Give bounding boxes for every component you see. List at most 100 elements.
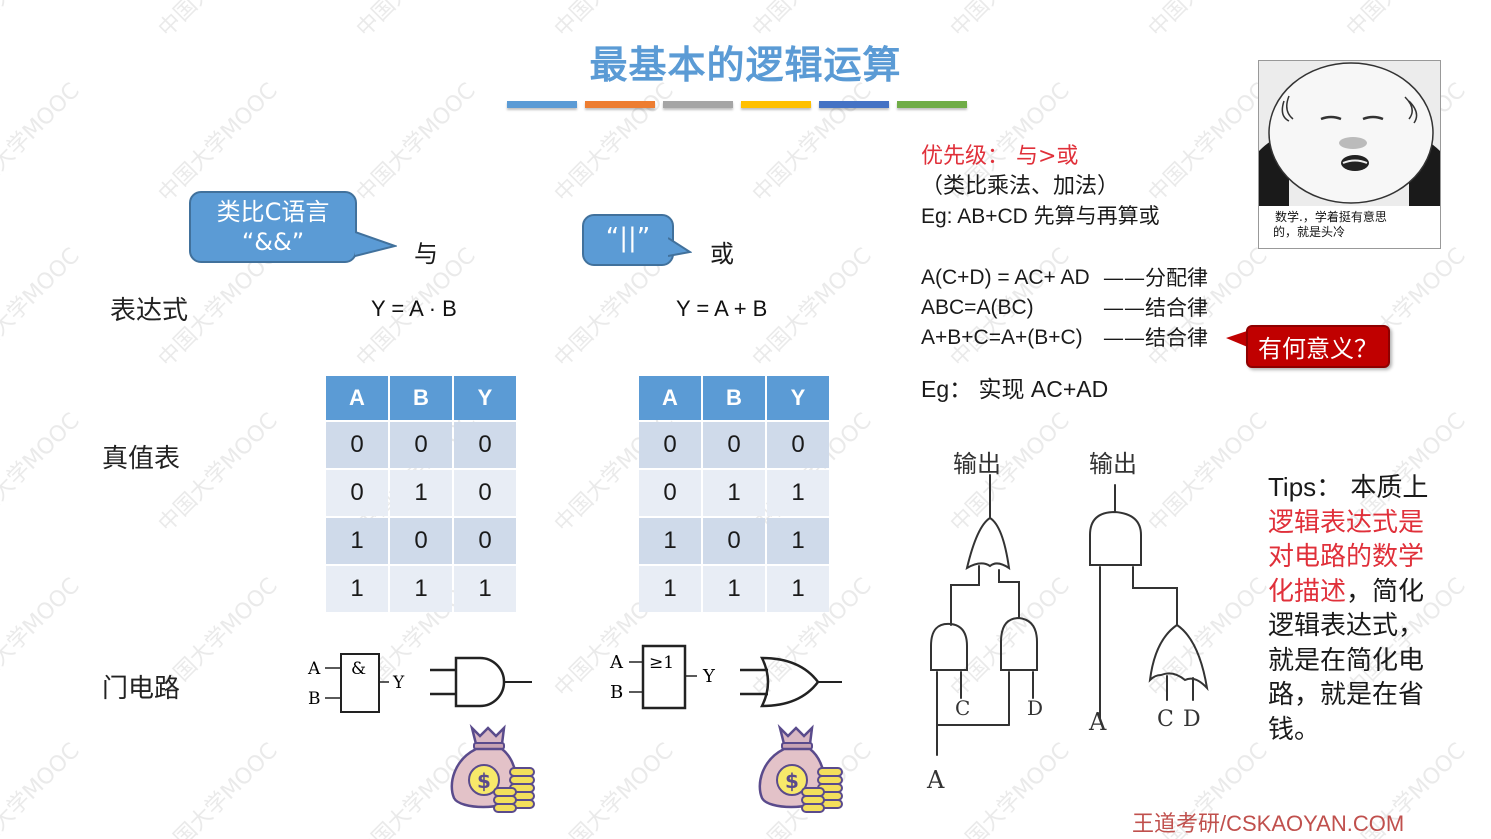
cell: 0 [639, 422, 701, 468]
header-y: Y [454, 376, 516, 420]
cell: 1 [703, 470, 765, 516]
meme-caption-line1: 数学.，学着挺有意思 [1275, 210, 1387, 224]
meme-caption-line2: 的，就是头冷 [1273, 225, 1346, 239]
law-row: A+B+C=A+(B+C) ——结合律 [921, 323, 1208, 353]
law-formula: A+B+C=A+(B+C) [921, 326, 1083, 349]
cell: 0 [454, 518, 516, 564]
meaning-badge: 有何意义？ [1246, 325, 1390, 368]
footer-brand: 王道考研/CSKAOYAN.COM [1132, 811, 1405, 836]
right-input-a: A [1088, 708, 1107, 736]
or-truth-table: A B Y 0 0 0 0 1 1 1 0 1 1 1 1 [637, 374, 831, 614]
cell: 1 [326, 518, 388, 564]
cell: 0 [454, 422, 516, 468]
input-a-label: A [307, 659, 321, 679]
or-expression: Y = A + B [676, 296, 768, 321]
left-input-a: A [926, 766, 945, 794]
left-input-d: D [1027, 696, 1043, 720]
header-a: A [639, 376, 701, 420]
input-b-label: B [308, 689, 321, 709]
table-row: 1 0 1 [639, 518, 829, 564]
law-row: A(C+D) = AC+ AD ——分配律 [921, 263, 1208, 293]
priority-line: 优先级： 与>或 [921, 144, 1079, 169]
cell: 0 [326, 470, 388, 516]
output-y-label: Y [702, 666, 716, 687]
table-row: 1 0 0 [326, 518, 516, 564]
header-a: A [326, 376, 388, 420]
header-b: B [703, 376, 765, 420]
slide-title: 最基本的逻辑运算 [589, 43, 902, 87]
cell: 0 [703, 422, 765, 468]
right-input-c: C [1157, 707, 1174, 732]
or-callout-tail [668, 237, 692, 257]
laws-block: A(C+D) = AC+ AD ——分配律 ABC=A(BC) ——结合律 A+… [921, 263, 1208, 353]
and-callout-line1: 类比C语言 [216, 198, 330, 226]
title-color-bar [819, 101, 889, 108]
hand-drawn-circuits: 输出 输出 C D A A C D [926, 450, 1209, 794]
row-label-truth-table: 真值表 [102, 444, 181, 474]
left-input-c: C [955, 696, 970, 720]
cell: 1 [326, 566, 388, 612]
and-expression: Y = A · B [371, 296, 457, 321]
priority-analogy: （类比乘法、加法） [921, 174, 1120, 199]
law-formula: A(C+D) = AC+ AD [921, 266, 1090, 289]
svg-text:$: $ [477, 769, 491, 793]
cell: 1 [390, 566, 452, 612]
table-row: 0 0 0 [326, 422, 516, 468]
and-label: 与 [414, 240, 438, 268]
cell: 0 [639, 470, 701, 516]
cell: 1 [767, 518, 829, 564]
and-symbol: & [351, 659, 366, 679]
table-row: 0 0 0 [639, 422, 829, 468]
or-callout: “||” [582, 214, 674, 266]
and-gate-iec-symbol: A B & Y [307, 653, 405, 713]
input-a-label: A [609, 652, 624, 673]
example-text: Eg： 实现 AC+AD [921, 376, 1109, 402]
cell: 0 [703, 518, 765, 564]
tips-intro: 本质上 [1342, 473, 1429, 503]
law-name: ——结合律 [1103, 326, 1208, 350]
title-color-bars [507, 101, 967, 108]
cell: 1 [390, 470, 452, 516]
svg-text:$: $ [785, 769, 799, 793]
cell: 1 [639, 566, 701, 612]
or-gate-ansi-icon [740, 656, 842, 708]
cell: 0 [767, 422, 829, 468]
left-output-label: 输出 [953, 450, 1001, 478]
table-row: 0 1 1 [639, 470, 829, 516]
table-row: 1 1 1 [326, 566, 516, 612]
and-gate-ansi-icon [430, 656, 532, 708]
cell: 0 [390, 422, 452, 468]
cell: 1 [767, 470, 829, 516]
right-output-label: 输出 [1089, 450, 1137, 478]
cell: 0 [390, 518, 452, 564]
or-label: 或 [710, 240, 734, 268]
badge-pointer [1226, 330, 1250, 348]
or-symbol: ≥1 [649, 653, 674, 673]
table-row: 0 1 0 [326, 470, 516, 516]
cell: 1 [703, 566, 765, 612]
law-formula: ABC=A(BC) [921, 296, 1034, 319]
right-input-d: D [1183, 707, 1201, 732]
priority-example: Eg: AB+CD 先算与再算或 [921, 205, 1160, 228]
cell: 0 [326, 422, 388, 468]
title-color-bar [897, 101, 967, 108]
cell: 1 [639, 518, 701, 564]
and-callout-line2: “&&” [241, 228, 305, 256]
cell: 1 [767, 566, 829, 612]
money-bag-icon: $ [758, 724, 843, 813]
input-b-label: B [610, 682, 623, 703]
law-name: ——分配律 [1103, 266, 1208, 290]
title-color-bar [741, 101, 811, 108]
meme-caption: 数学.，学着挺有意思 的，就是头冷 [1259, 206, 1440, 248]
meme-face-icon [1259, 61, 1440, 206]
priority-block: 优先级： 与>或 （类比乘法、加法） Eg: AB+CD 先算与再算或 [921, 142, 1160, 232]
and-truth-table: A B Y 0 0 0 0 1 0 1 0 0 1 1 1 [324, 374, 518, 614]
row-label-gate-circuit: 门电路 [102, 674, 181, 704]
cell: 1 [454, 566, 516, 612]
output-y-label: Y [392, 673, 405, 693]
law-row: ABC=A(BC) ——结合律 [921, 293, 1208, 323]
tips-highlight: 逻辑表达式是对电路的数学化描述 [1268, 507, 1425, 607]
header-b: B [390, 376, 452, 420]
table-row: 1 1 1 [639, 566, 829, 612]
and-callout-tail [355, 231, 397, 257]
